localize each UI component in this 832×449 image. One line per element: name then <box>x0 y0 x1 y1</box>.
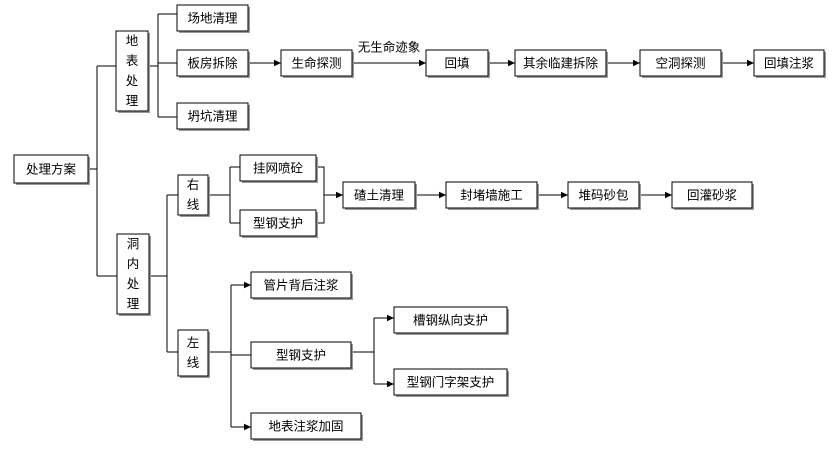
node-label: 处理方案 <box>26 162 77 177</box>
node-label: 生命探测 <box>291 56 341 71</box>
node-label: 型钢门字架支护 <box>407 375 495 390</box>
node-board-demolish: 板房拆除 <box>176 49 250 78</box>
node-box <box>239 154 317 182</box>
node-label: 堆码砂包 <box>578 188 628 203</box>
node-label: 地表注浆加固 <box>268 419 343 434</box>
node-label: 挂网喷砼 <box>253 161 304 176</box>
node-wall-build: 封堵墙施工 <box>445 181 539 210</box>
node-box <box>671 181 753 209</box>
node-box <box>342 181 416 209</box>
node-steel-support-l: 型钢支护 <box>250 341 353 370</box>
node-life-detect: 生命探测 <box>280 49 354 78</box>
node-pit-clear: 坍坑清理 <box>176 102 250 131</box>
node-sandbag: 堆码砂包 <box>567 181 641 210</box>
node-label: 其余临建拆除 <box>523 56 599 71</box>
node-box <box>13 154 89 184</box>
node-label: 回填注浆 <box>764 56 815 71</box>
node-sand-grout: 回灌砂浆 <box>671 181 754 210</box>
node-box <box>176 4 249 32</box>
node-label: 槽钢纵向支护 <box>413 313 488 328</box>
node-label: 封堵墙施工 <box>460 188 523 203</box>
node-box <box>753 49 825 77</box>
node-box <box>393 368 508 396</box>
node-mesh-shotcrete: 挂网喷砼 <box>239 154 318 183</box>
node-box <box>176 49 249 77</box>
node-label: 回填 <box>444 56 469 71</box>
node-steel-support-r: 型钢支护 <box>239 209 318 238</box>
node-label: 管片背后注浆 <box>263 278 339 293</box>
node-label: 板房拆除 <box>187 56 238 71</box>
node-right-line: 右线 <box>177 174 210 217</box>
node-label: 洞内处理 <box>127 236 140 311</box>
node-label: 空洞探测 <box>655 56 705 71</box>
edge-label-no-life: 无生命迹象 <box>358 40 421 55</box>
node-box <box>639 49 722 77</box>
node-box <box>425 49 489 77</box>
node-label: 左线 <box>187 335 200 370</box>
node-channel-support: 槽钢纵向支护 <box>393 306 509 335</box>
node-label: 型钢支护 <box>276 348 326 363</box>
edge-labels: 无生命迹象 <box>358 40 421 55</box>
node-label: 地表处理 <box>126 33 139 108</box>
node-box <box>445 181 538 209</box>
node-box <box>393 306 508 334</box>
node-segment-grout: 管片背后注浆 <box>250 271 353 300</box>
node-box <box>239 209 317 237</box>
node-box <box>280 49 353 77</box>
node-left-line: 左线 <box>177 329 210 378</box>
node-other-demolish: 其余临建拆除 <box>514 49 608 78</box>
node-box <box>177 174 209 216</box>
node-surface-grout: 地表注浆加固 <box>250 412 363 441</box>
node-box <box>514 49 607 77</box>
node-site-clear: 场地清理 <box>176 4 250 33</box>
node-label: 场地清理 <box>187 11 238 26</box>
node-label: 回灌砂浆 <box>687 188 738 203</box>
node-tunnel: 洞内处理 <box>116 233 151 316</box>
node-box <box>177 329 209 377</box>
node-box <box>176 102 249 130</box>
connectors <box>88 13 754 431</box>
node-portal-support: 型钢门字架支护 <box>393 368 509 397</box>
node-box <box>250 412 362 440</box>
node-cavity-detect: 空洞探测 <box>639 49 723 78</box>
node-label: 碴土清理 <box>354 188 405 203</box>
node-box <box>116 233 150 315</box>
node-box <box>250 341 352 369</box>
node-label: 坍坑清理 <box>187 109 238 124</box>
node-muck-clear: 碴土清理 <box>342 181 417 210</box>
node-backfill-grout: 回填注浆 <box>753 49 826 78</box>
node-root: 处理方案 <box>13 154 90 185</box>
node-label: 右线 <box>187 177 200 212</box>
node-backfill: 回填 <box>425 49 490 78</box>
node-box <box>567 181 640 209</box>
node-label: 型钢支护 <box>253 216 303 231</box>
node-surface: 地表处理 <box>115 30 150 113</box>
node-box <box>115 30 149 112</box>
node-box <box>250 271 352 299</box>
